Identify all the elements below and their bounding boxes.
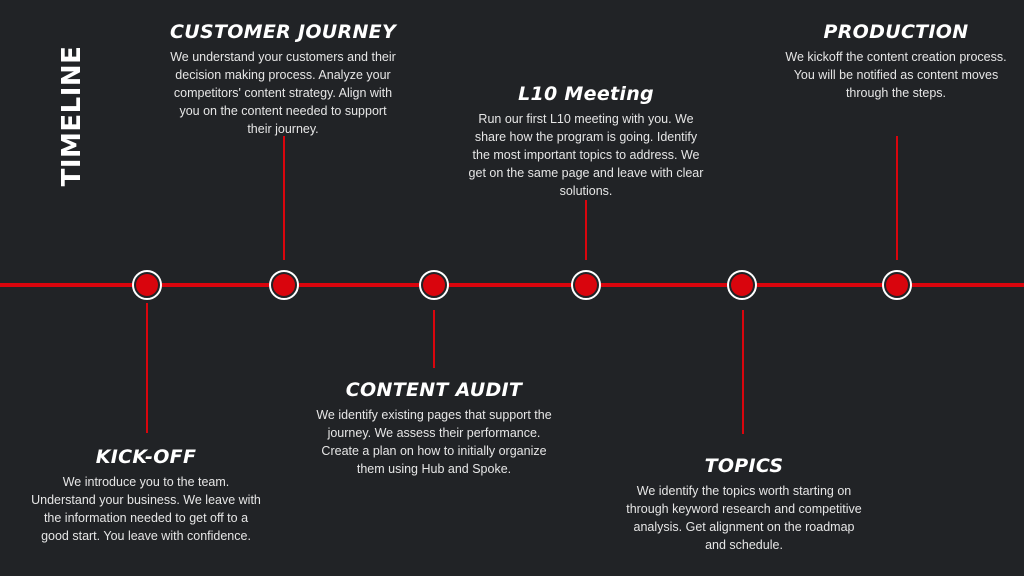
milestone-description: We introduce you to the team. Understand… (31, 475, 261, 543)
milestone-l10-meeting: L10 Meeting Run our first L10 meeting wi… (466, 82, 706, 200)
milestone-content-audit: CONTENT AUDIT We identify existing pages… (312, 378, 556, 478)
connector-production (896, 136, 898, 260)
node-dot (575, 274, 597, 296)
timeline-node-topics (727, 270, 757, 300)
connector-content-audit (433, 310, 435, 368)
milestone-description: We kickoff the content creation process.… (785, 50, 1007, 100)
milestone-description: We identify the topics worth starting on… (626, 484, 862, 552)
milestone-description: We understand your customers and their d… (170, 50, 396, 136)
milestone-kick-off: KICK-OFF We introduce you to the team. U… (30, 445, 262, 545)
connector-l10-meeting (585, 200, 587, 260)
node-dot (886, 274, 908, 296)
timeline-node-l10-meeting (571, 270, 601, 300)
milestone-title: CUSTOMER JOURNEY (169, 21, 397, 43)
timeline-node-production (882, 270, 912, 300)
connector-kick-off (146, 303, 148, 433)
milestone-topics: TOPICS We identify the topics worth star… (624, 454, 864, 554)
milestone-production: PRODUCTION We kickoff the content creati… (776, 20, 1016, 102)
milestone-title: PRODUCTION (823, 21, 969, 43)
milestone-title: CONTENT AUDIT (345, 379, 523, 401)
milestone-title: KICK-OFF (95, 446, 197, 468)
timeline-node-content-audit (419, 270, 449, 300)
milestone-description: We identify existing pages that support … (316, 408, 552, 476)
milestone-customer-journey: CUSTOMER JOURNEY We understand your cust… (168, 20, 398, 138)
node-dot (423, 274, 445, 296)
timeline-node-kick-off (132, 270, 162, 300)
node-dot (273, 274, 295, 296)
connector-topics (742, 310, 744, 434)
milestone-title: L10 Meeting (518, 83, 654, 105)
timeline-axis (0, 283, 1024, 287)
milestone-description: Run our first L10 meeting with you. We s… (468, 112, 704, 198)
connector-customer-journey (283, 136, 285, 260)
timeline-node-customer-journey (269, 270, 299, 300)
node-dot (136, 274, 158, 296)
milestone-title: TOPICS (704, 455, 784, 477)
node-dot (731, 274, 753, 296)
timeline-heading: TIMELINE (57, 45, 87, 187)
